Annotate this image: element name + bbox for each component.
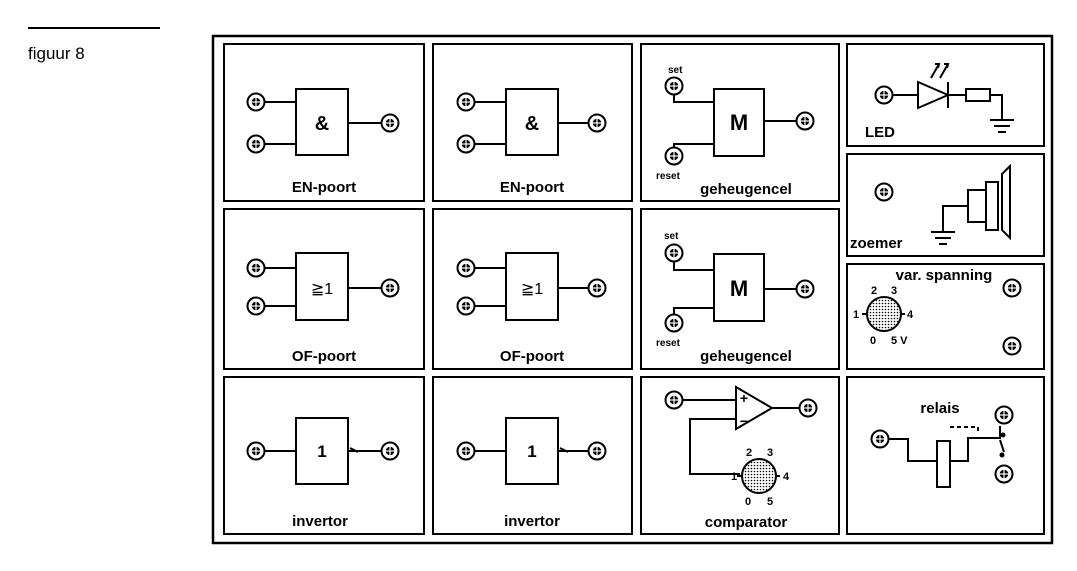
dial-tick-label: 1 bbox=[853, 309, 859, 321]
module-label: OF-poort bbox=[292, 348, 356, 365]
module-of-poort-1 bbox=[223, 208, 425, 370]
and-symbol: & bbox=[525, 113, 539, 135]
module-label: EN-poort bbox=[500, 179, 564, 196]
module-en-poort-1 bbox=[223, 43, 425, 202]
reset-label: reset bbox=[656, 171, 681, 182]
module-of-poort-2 bbox=[432, 208, 633, 370]
module-label: comparator bbox=[705, 514, 788, 531]
module-label: zoemer bbox=[850, 235, 903, 252]
module-label: LED bbox=[865, 124, 895, 141]
header-rule bbox=[28, 27, 160, 29]
inverter-box bbox=[295, 417, 349, 485]
module-invertor-1 bbox=[223, 376, 425, 535]
dial-tick-label: 0 bbox=[870, 335, 876, 347]
module-geheugencel-1 bbox=[640, 43, 840, 202]
and-gate-box bbox=[295, 88, 349, 156]
module-label: invertor bbox=[292, 513, 348, 530]
comparator-minus: − bbox=[740, 413, 748, 429]
module-label: geheugencel bbox=[700, 348, 792, 365]
module-zoemer bbox=[846, 153, 1045, 257]
or-gate-box bbox=[505, 252, 559, 321]
dial-tick-label: 2 bbox=[746, 447, 752, 459]
or-gate-box bbox=[295, 252, 349, 321]
module-label: geheugencel bbox=[700, 181, 792, 198]
module-label: EN-poort bbox=[292, 179, 356, 196]
module-comparator bbox=[640, 376, 840, 535]
module-label: var. spanning bbox=[896, 267, 993, 284]
module-led bbox=[846, 43, 1045, 147]
dial-tick-label: 5 V bbox=[891, 335, 908, 347]
memory-symbol: M bbox=[730, 110, 748, 135]
or-symbol: ≧1 bbox=[521, 281, 543, 298]
dial-tick-label: 3 bbox=[767, 447, 773, 459]
memory-cell-box bbox=[713, 253, 765, 322]
inverter-box bbox=[505, 417, 559, 485]
module-var-spanning bbox=[846, 263, 1045, 370]
comparator-plus: + bbox=[740, 390, 748, 406]
module-label: invertor bbox=[504, 513, 560, 530]
dial-tick-label: 5 bbox=[767, 496, 773, 508]
board-frame bbox=[211, 34, 1054, 545]
module-relais bbox=[846, 376, 1045, 535]
module-geheugencel-2 bbox=[640, 208, 840, 370]
and-symbol: & bbox=[315, 113, 329, 135]
memory-cell-box bbox=[713, 88, 765, 157]
dial-tick-label: 2 bbox=[871, 285, 877, 297]
dial-tick-label: 1 bbox=[731, 471, 737, 483]
memory-symbol: M bbox=[730, 276, 748, 301]
dial-tick-label: 4 bbox=[783, 471, 790, 483]
potentiometer-dial-icon[interactable] bbox=[741, 296, 902, 494]
module-invertor-2 bbox=[432, 376, 633, 535]
module-en-poort-2 bbox=[432, 43, 633, 202]
set-label: set bbox=[668, 65, 683, 76]
set-label: set bbox=[664, 231, 679, 242]
dial-tick-label: 3 bbox=[891, 285, 897, 297]
or-symbol: ≧1 bbox=[311, 281, 333, 298]
inverter-symbol: 1 bbox=[317, 442, 326, 461]
inverter-symbol: 1 bbox=[527, 442, 536, 461]
reset-label: reset bbox=[656, 338, 681, 349]
module-label: OF-poort bbox=[500, 348, 564, 365]
module-label: relais bbox=[920, 400, 959, 417]
dial-tick-label: 4 bbox=[907, 309, 914, 321]
and-gate-box bbox=[505, 88, 559, 156]
dial-tick-label: 0 bbox=[745, 496, 751, 508]
figure-label: figuur 8 bbox=[28, 44, 85, 63]
